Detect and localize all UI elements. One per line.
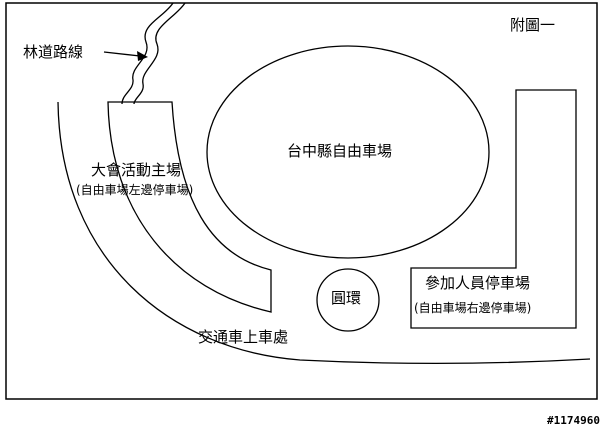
main-venue-outline xyxy=(107,101,272,313)
staff-lot-label: 參加人員停車場 xyxy=(425,274,531,292)
central-lot-outline xyxy=(206,45,490,259)
staff-lot-outline xyxy=(410,89,577,329)
outer-frame xyxy=(5,2,598,400)
forest-road-arrow-head xyxy=(137,51,148,61)
forest-road-line-right xyxy=(133,2,186,105)
main-venue-label: 大會活動主場 xyxy=(91,161,182,179)
image-id-label: #1174960 xyxy=(547,414,600,427)
boarding-point-label: 交通車上車處 xyxy=(198,328,289,346)
main-venue-sub-label: (自由車場左邊停車場) xyxy=(76,183,194,197)
forest-road-arrow-line xyxy=(103,51,141,57)
roundabout-label: 圓環 xyxy=(331,289,362,307)
road-outer-curve xyxy=(57,101,591,365)
forest-road-line-left xyxy=(121,2,174,105)
roundabout-outline xyxy=(316,268,380,332)
staff-lot-sub-label: (自由車場右邊停車場) xyxy=(414,301,532,315)
forest-road-label: 林道路線 xyxy=(23,43,84,61)
figure-label: 附圖一 xyxy=(510,16,556,34)
central-lot-label: 台中縣自由車場 xyxy=(287,142,393,160)
